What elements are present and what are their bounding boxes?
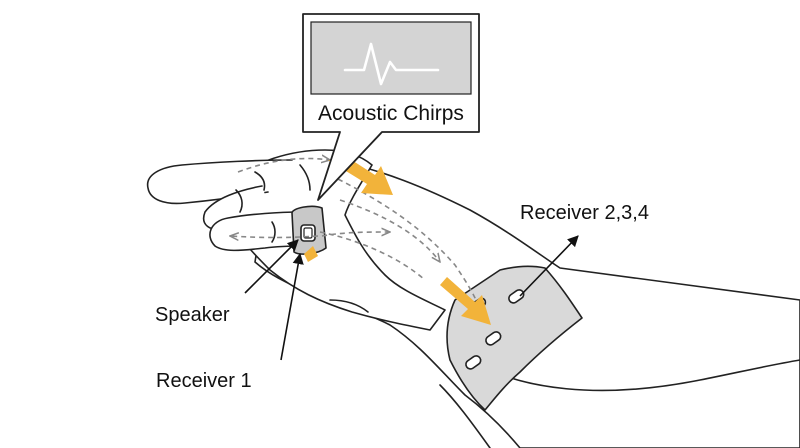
signal-path-upper [237,159,330,173]
speaker-pointer [244,239,299,294]
signal-paths [230,159,481,311]
callout-title: Acoustic Chirps [318,102,464,125]
annotation-pointers [244,235,579,361]
waveform-icon [343,42,440,86]
acoustic-chirps-callout: Acoustic Chirps [302,13,480,201]
callout-screen [310,21,472,95]
speaker-label: Speaker [155,304,230,326]
forearm-lower-edge [469,359,800,392]
chirp-arrow-lower [440,277,491,325]
signal-path-long [329,174,481,311]
ring-device [291,205,327,255]
receiver-slot [485,331,502,346]
chirp-arrow-ring [304,246,318,262]
palm-outline [229,149,446,331]
receiver-1-label: Receiver 1 [156,370,252,392]
signal-path-diagonal [319,231,426,281]
receiver-2-3-4-label: Receiver 2,3,4 [520,202,649,224]
receiver-slot [465,355,482,370]
signal-path-to-wrist [339,199,440,262]
receiver-1-pointer [280,252,304,361]
receiver-2-3-4-pointer [519,235,579,297]
receiver-slot [508,289,525,304]
